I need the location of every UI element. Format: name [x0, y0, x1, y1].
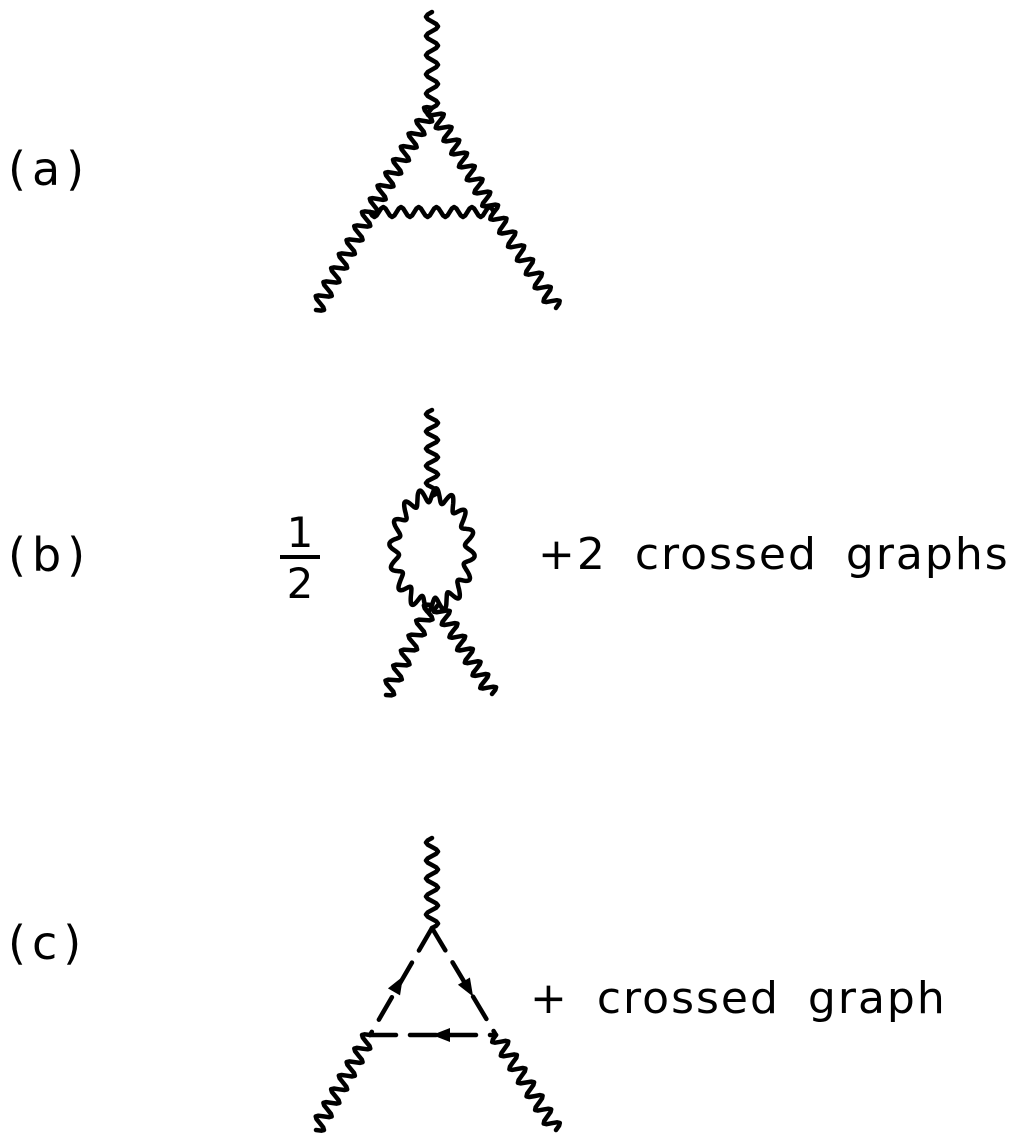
- internal-photon-bottom: [367, 204, 497, 220]
- panel-a-label: (a): [8, 142, 91, 196]
- diagram-b: [383, 407, 499, 698]
- panel-b-label: (b): [8, 528, 92, 582]
- ghost-arrow-right: [457, 977, 474, 997]
- fraction-bar: [280, 555, 320, 559]
- internal-photon-left: [367, 104, 435, 216]
- factor-denominator: 2: [286, 559, 314, 608]
- factor-numerator: 1: [286, 508, 314, 557]
- external-photon-right: [488, 209, 562, 311]
- external-photon-left: [313, 209, 373, 313]
- external-photon-right: [489, 1032, 563, 1133]
- panel-c-label: (c): [8, 916, 88, 970]
- external-photon-top: [423, 835, 441, 931]
- panel-b-annotation: +2 crossed graphs: [538, 529, 1010, 580]
- external-photon-top: [423, 9, 441, 111]
- photon-loop: [387, 486, 477, 614]
- ghost-arrow-left: [387, 976, 404, 996]
- panel-c-annotation: + crossed graph: [530, 973, 947, 1024]
- diagram-c: [313, 835, 563, 1133]
- external-photon-top: [423, 407, 441, 499]
- internal-photon-right: [425, 105, 501, 215]
- external-photon-left: [313, 1032, 373, 1133]
- ghost-arrow-bottom: [432, 1028, 450, 1042]
- external-photon-left: [383, 602, 435, 698]
- external-photon-right: [431, 602, 499, 697]
- diagram-a: [313, 9, 562, 313]
